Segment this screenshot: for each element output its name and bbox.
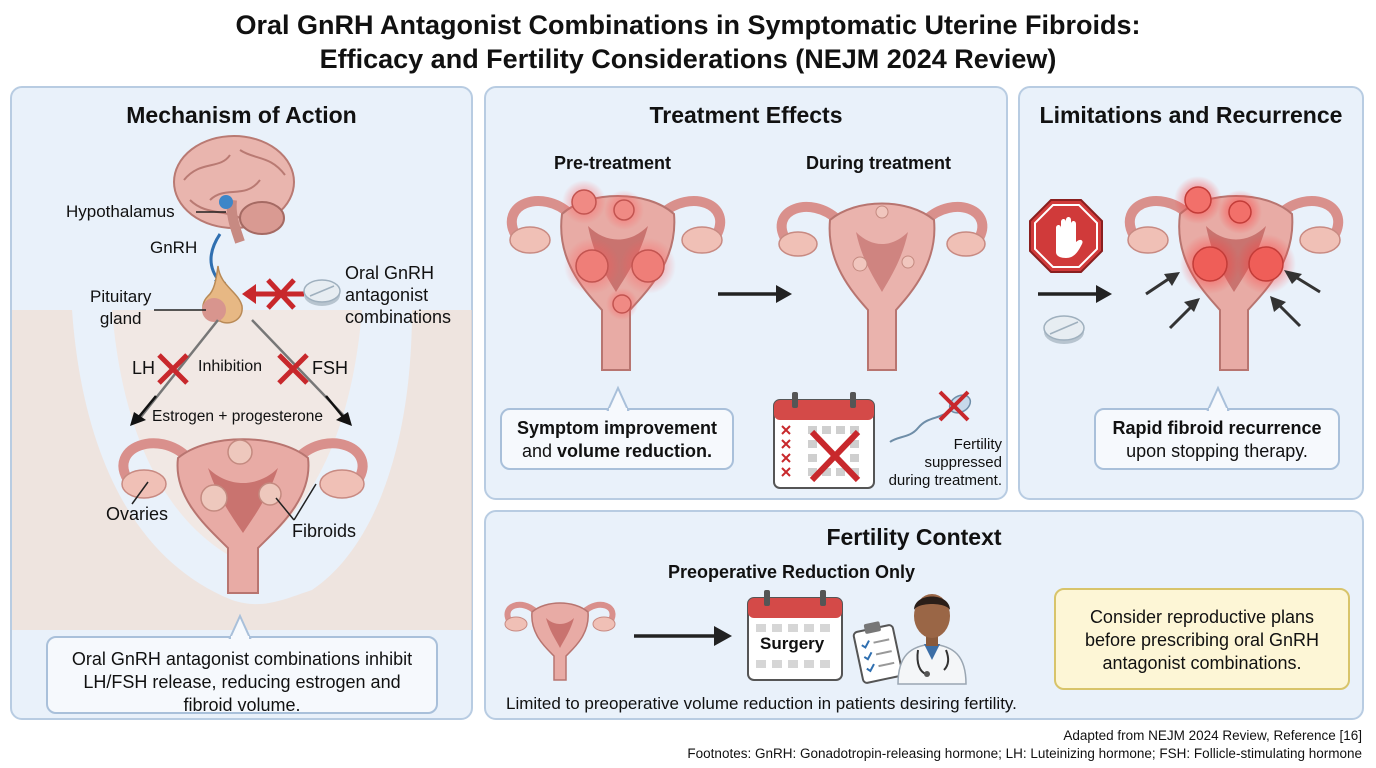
uterus-illustration-during bbox=[776, 201, 988, 371]
uterus-illustration-pre bbox=[506, 180, 726, 371]
gnrh-label: GnRH bbox=[150, 238, 198, 257]
reproductive-plans-note: Consider reproductive plans before presc… bbox=[1054, 588, 1350, 690]
limitations-title: Limitations and Recurrence bbox=[1039, 102, 1343, 128]
limitations-callout-plain: upon stopping therapy. bbox=[1126, 441, 1308, 461]
treatment-callout-line1: Symptom improvement bbox=[516, 418, 718, 438]
mechanism-callout-tail bbox=[228, 613, 252, 641]
fertility-context-title: Fertility Context bbox=[826, 524, 1002, 550]
mechanism-title: Mechanism of Action bbox=[126, 102, 357, 128]
recurrence-arrows bbox=[1145, 270, 1321, 330]
brain-illustration bbox=[173, 135, 295, 244]
during-treatment-label: During treatment bbox=[806, 153, 952, 173]
treatment-callout-tail bbox=[606, 385, 630, 413]
reproductive-plans-text: Consider reproductive plans before presc… bbox=[1084, 607, 1320, 673]
surgery-calendar-icon bbox=[747, 590, 843, 681]
fertility-suppressed-label: Fertility suppressed during treatment. bbox=[872, 436, 1002, 490]
pill-icon bbox=[303, 279, 341, 306]
hormones-label: Estrogen + progesterone bbox=[152, 408, 324, 425]
footnotes-footer: Footnotes: GnRH: Gonadotropin-releasing … bbox=[687, 746, 1362, 761]
clipboard-icon bbox=[852, 621, 904, 684]
lh-label: LH bbox=[132, 358, 156, 378]
inhibition-label: Inhibition bbox=[198, 358, 263, 375]
hypothalamus-label: Hypothalamus bbox=[66, 202, 175, 221]
drug-label: Oral GnRH antagonist combinations bbox=[345, 262, 451, 328]
title-line-2: Efficacy and Fertility Considerations (N… bbox=[319, 44, 1057, 74]
doctor-icon bbox=[897, 594, 967, 685]
treatment-arrow bbox=[718, 285, 792, 303]
fibroids-label: Fibroids bbox=[292, 521, 357, 541]
ovaries-label: Ovaries bbox=[106, 504, 169, 524]
treatment-title: Treatment Effects bbox=[649, 102, 843, 128]
uterus-illustration-small bbox=[504, 601, 616, 681]
limitations-arrow bbox=[1038, 285, 1112, 303]
surgery-label: Surgery bbox=[760, 634, 825, 653]
pill-icon-limitations bbox=[1043, 315, 1085, 344]
mechanism-summary-callout: Oral GnRH antagonist combinations inhibi… bbox=[46, 636, 438, 715]
title-line-1: Oral GnRH Antagonist Combinations in Sym… bbox=[235, 10, 1141, 40]
treatment-callout-line2: and volume reduction. bbox=[510, 440, 724, 463]
uterus-illustration-recurrence bbox=[1124, 176, 1344, 371]
fsh-label: FSH bbox=[312, 358, 348, 378]
pituitary-gland-illustration bbox=[202, 265, 243, 324]
fertility-suppressed-text: Fertility suppressed during treatment. bbox=[888, 436, 1002, 489]
fibroids-pointer bbox=[275, 483, 317, 521]
limitations-callout-tail bbox=[1206, 385, 1230, 413]
hormone-arrows bbox=[130, 395, 352, 426]
drug-text: Oral GnRH antagonist combinations bbox=[345, 263, 452, 327]
limitations-callout-bold: Rapid fibroid recurrence bbox=[1112, 418, 1322, 438]
treatment-callout: Symptom improvement and volume reduction… bbox=[500, 408, 734, 470]
treatment-callout-bold: volume reduction. bbox=[557, 441, 713, 461]
limitations-callout: Rapid fibroid recurrence upon stopping t… bbox=[1094, 408, 1340, 470]
stop-hand-icon bbox=[1029, 199, 1103, 273]
fsh-x-icon bbox=[277, 353, 309, 385]
preoperative-subtitle: Preoperative Reduction Only bbox=[668, 562, 916, 582]
pituitary-text: Pituitary gland bbox=[90, 287, 152, 328]
lh-x-icon bbox=[157, 353, 189, 385]
preoperative-arrow bbox=[634, 626, 732, 646]
source-footer: Adapted from NEJM 2024 Review, Reference… bbox=[1063, 728, 1362, 743]
hypothalamus-pointer bbox=[196, 211, 226, 213]
page-title: Oral GnRH Antagonist Combinations in Sym… bbox=[0, 8, 1376, 76]
pituitary-pointer bbox=[154, 309, 206, 311]
ovaries-pointer bbox=[131, 481, 149, 505]
fertility-caption: Limited to preoperative volume reduction… bbox=[506, 694, 1017, 713]
pre-treatment-label: Pre-treatment bbox=[554, 153, 672, 173]
treatment-callout-and: and bbox=[521, 441, 557, 461]
pituitary-label: Pituitary gland bbox=[90, 286, 151, 330]
sperm-crossed-icon bbox=[889, 390, 972, 443]
calendar-suppressed-icon bbox=[773, 392, 875, 489]
drug-block-arrow bbox=[242, 278, 304, 310]
mechanism-summary-text: Oral GnRH antagonist combinations inhibi… bbox=[71, 649, 413, 715]
